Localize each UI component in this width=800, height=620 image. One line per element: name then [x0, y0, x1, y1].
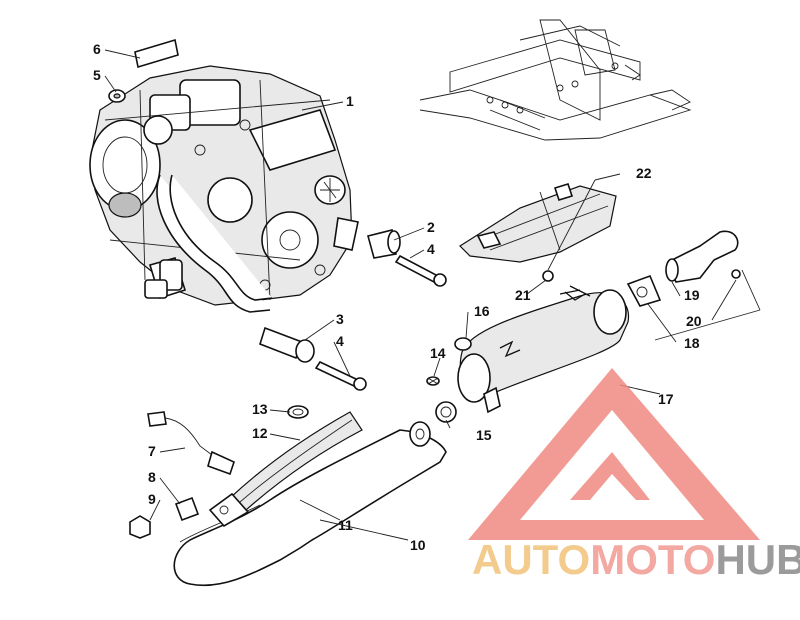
gasket-16 [454, 337, 472, 351]
callout-22: 22 [636, 165, 652, 181]
clamp-13 [287, 405, 309, 419]
gasket-8 [174, 496, 200, 522]
callout-1: 1 [346, 93, 354, 109]
nut-9 [129, 515, 151, 539]
callout-20: 20 [686, 313, 702, 329]
screw-20 [731, 269, 741, 279]
callout-19: 19 [684, 287, 700, 303]
callout-18: 18 [684, 335, 700, 351]
watermark-text: AUTOMOTOHUB [472, 536, 800, 583]
watermark-hub: HUB [715, 536, 800, 583]
callout-4b-text: 4 [336, 333, 344, 349]
screw-21 [542, 270, 554, 282]
callouts: 6 5 1 2 4 3 4 4 22 21 16 14 15 19 20 18 … [93, 41, 702, 553]
callout-12: 12 [252, 425, 268, 441]
callout-7: 7 [148, 443, 156, 459]
watermark-logo: AUTOMOTOHUB [468, 368, 800, 583]
gasket-15 [435, 401, 457, 423]
engine-assembly [89, 65, 359, 313]
heat-shield-12 [208, 411, 363, 528]
callout-3: 3 [336, 311, 344, 327]
callout-8: 8 [148, 469, 156, 485]
label-plate-6 [134, 38, 179, 69]
callout-2: 2 [427, 219, 435, 235]
watermark-moto: MOTO [590, 536, 715, 583]
callout-17: 17 [658, 391, 674, 407]
callout-21: 21 [515, 287, 531, 303]
callout-11: 11 [338, 517, 353, 533]
callout-9: 9 [148, 491, 156, 507]
callout-15: 15 [476, 427, 492, 443]
watermark-triangle [468, 368, 760, 540]
gasket-18 [626, 274, 662, 307]
callout-16: 16 [474, 303, 490, 319]
bolt-4b [314, 360, 367, 391]
adapter-2 [367, 229, 401, 259]
o2-sensor-7 [147, 411, 235, 476]
spark-arrestor-19 [665, 230, 739, 283]
watermark-auto: AUTO [472, 536, 590, 583]
bolt-4a [394, 254, 447, 287]
exhaust-pipe-11 [173, 421, 447, 587]
callout-4a: 4 [427, 241, 435, 257]
callout-13: 13 [252, 401, 268, 417]
spring-14 [426, 376, 440, 386]
adapter-3 [259, 326, 315, 363]
frame-section [419, 19, 692, 141]
callout-5: 5 [93, 67, 101, 83]
callout-10: 10 [410, 537, 426, 553]
leader-lines [104, 49, 761, 541]
watermark-inner-mark [570, 452, 650, 500]
nut-5 [108, 89, 126, 103]
callout-14: 14 [430, 345, 446, 361]
muffler-17 [457, 285, 630, 414]
callout-6: 6 [93, 41, 101, 57]
heat-shield-22 [459, 183, 617, 263]
